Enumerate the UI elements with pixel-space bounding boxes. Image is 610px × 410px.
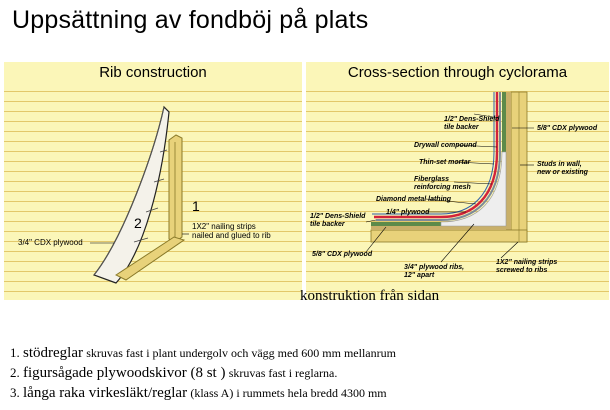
rib-drawing — [90, 105, 189, 284]
wall-backer — [502, 92, 506, 197]
vertical-stud — [168, 134, 183, 243]
legend-item: 2. figursågade plywoodskivor (8 st ) skr… — [10, 365, 338, 381]
curve-compound — [374, 92, 499, 219]
side-view-caption: konstruktion från sidan — [300, 288, 440, 304]
drywall-label: Drywall compound — [414, 142, 477, 149]
page-title: Uppsättning av fondböj på plats — [12, 6, 369, 34]
nailing-strips-label: 1X2" nailing strips nailed and glued to … — [192, 222, 271, 240]
cdx-58-top-label: 5/8" CDX plywood — [537, 125, 598, 132]
cross-section-panel: Cross-section through cyclorama — [306, 62, 609, 300]
cross-panel-title: Cross-section through cyclorama — [306, 63, 609, 84]
rib-panel-title: Rib construction — [4, 63, 302, 84]
floor-cdx — [371, 226, 506, 230]
cdx-58-bottom-label: 5/8" CDX plywood — [312, 251, 373, 258]
thinset-label: Thin-set mortar — [419, 159, 471, 166]
curve-lathing — [376, 92, 501, 221]
legend-list: 1. stödreglar skruvas fast i plant under… — [10, 343, 396, 403]
rib-label-1: 1 — [192, 198, 200, 214]
wall-cdx — [506, 92, 511, 242]
rib-label-2: 2 — [134, 215, 142, 231]
curve-backer-edge — [372, 92, 495, 215]
plywood-14-label: 1/4" plywood — [386, 209, 430, 216]
legend-item: 3. långa raka virkesläkt/reglar (klass A… — [10, 385, 387, 401]
ribs-label: 3/4" plywood ribs,12" apart — [404, 264, 465, 279]
plywood-rib — [440, 151, 507, 227]
floor-plate — [370, 229, 528, 243]
floor-backer — [371, 222, 441, 226]
cdx-plywood-label: 3/4" CDX plywood — [18, 238, 83, 247]
lathing-label: Diamond metal lathing — [376, 196, 452, 203]
legend-item: 1. stödreglar skruvas fast i plant under… — [10, 345, 396, 361]
cross-section-drawing — [365, 91, 534, 263]
rib-construction-panel: Rib construction 1 2 1X2" nailing strips… — [4, 62, 302, 300]
studs-label: Studs in wall,new or existing — [537, 161, 588, 176]
